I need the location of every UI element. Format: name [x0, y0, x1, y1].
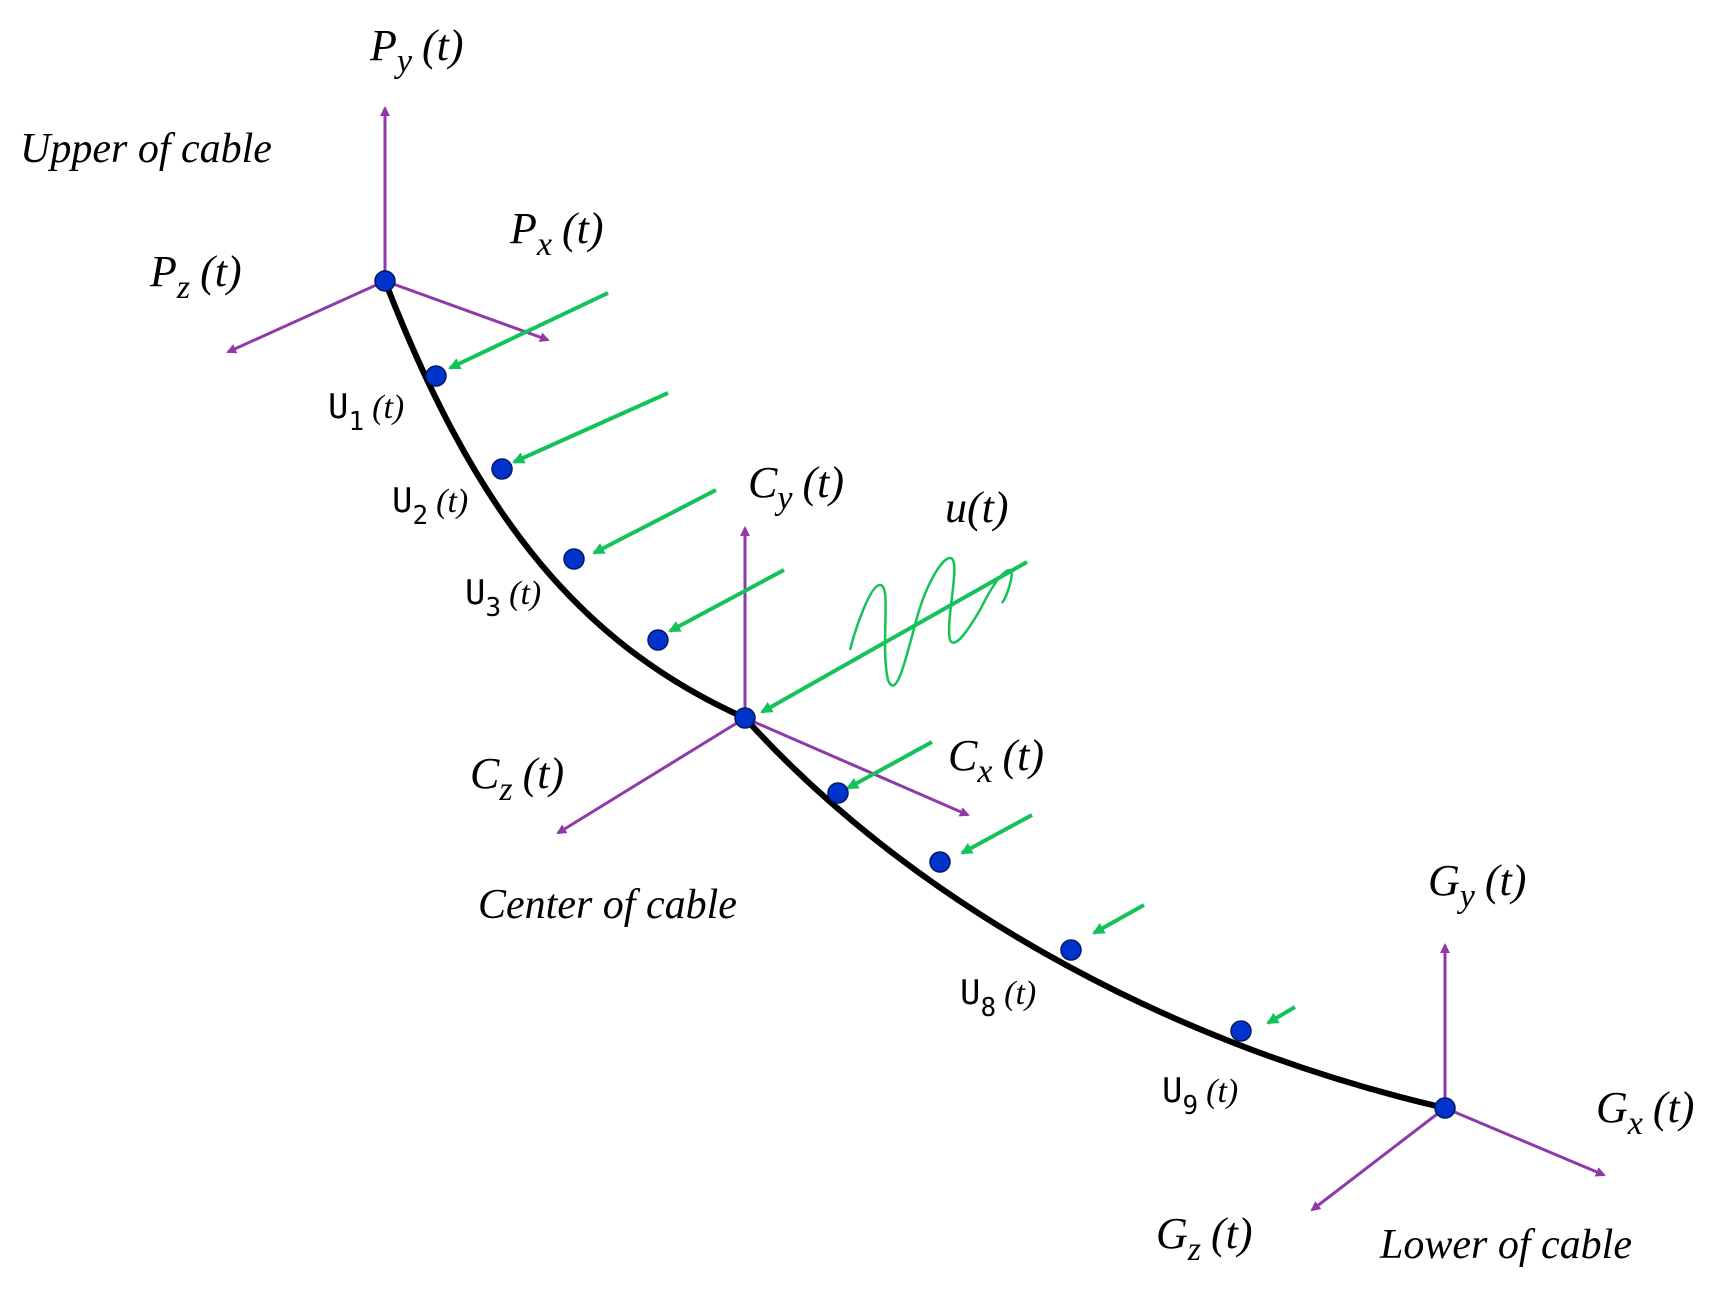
- label-center: Center of cable: [478, 882, 737, 928]
- wind-arrow: [1266, 1005, 1297, 1025]
- wind-arrow: [512, 391, 669, 464]
- node-lower: [1434, 1097, 1456, 1119]
- node-u3: [563, 548, 585, 570]
- center-axes: [556, 526, 970, 835]
- wind-arrow: [448, 291, 609, 370]
- cable-nodes: [374, 270, 1456, 1119]
- label-pz: Pz(t): [149, 247, 242, 306]
- node-u9: [1230, 1020, 1252, 1042]
- node-center: [734, 707, 756, 729]
- label-cy: Cy(t): [748, 458, 844, 517]
- label-gy: Gy(t): [1428, 856, 1526, 915]
- axis-px: [384, 279, 550, 342]
- node-u7: [929, 851, 951, 873]
- wind-arrow: [846, 740, 933, 790]
- label-u1: U1(t): [328, 387, 404, 437]
- axis-gx: [1444, 1106, 1606, 1177]
- wind-arrow: [960, 813, 1033, 855]
- lower-axes: [1310, 943, 1606, 1212]
- label-lower: Lower of cable: [1379, 1222, 1632, 1268]
- label-u2: U2(t): [392, 481, 468, 531]
- wind-arrows: [448, 291, 1297, 1025]
- node-u8: [1060, 939, 1082, 961]
- load-wave: [848, 556, 1013, 687]
- node-upper: [374, 270, 396, 292]
- node-u1: [425, 365, 447, 387]
- axis-pz: [226, 279, 386, 354]
- label-cx: Cx(t): [948, 731, 1044, 790]
- label-u3: U3(t): [465, 573, 541, 623]
- cable-curve: [382, 279, 1446, 1111]
- wind-arrow-main: [760, 560, 1028, 714]
- wind-arrow: [1092, 903, 1145, 935]
- wind-arrow: [592, 488, 717, 555]
- axis-cz: [556, 716, 746, 835]
- label-py: Py(t): [369, 21, 464, 80]
- label-gx: Gx(t): [1596, 1083, 1694, 1142]
- upper-axes: [226, 106, 550, 354]
- label-px: Px(t): [509, 204, 604, 263]
- axis-gz: [1310, 1106, 1446, 1212]
- label-load: u(t): [945, 483, 1009, 532]
- node-u2: [491, 458, 513, 480]
- label-gz: Gz(t): [1156, 1209, 1253, 1268]
- node-u6: [827, 782, 849, 804]
- label-u9: U9(t): [1162, 1071, 1238, 1121]
- label-cz: Cz(t): [470, 749, 564, 808]
- wind-arrow: [668, 568, 785, 633]
- node-u4: [647, 629, 669, 651]
- axis-cx: [744, 716, 970, 817]
- label-u8: U8(t): [960, 973, 1036, 1023]
- label-upper: Upper of cable: [20, 126, 272, 172]
